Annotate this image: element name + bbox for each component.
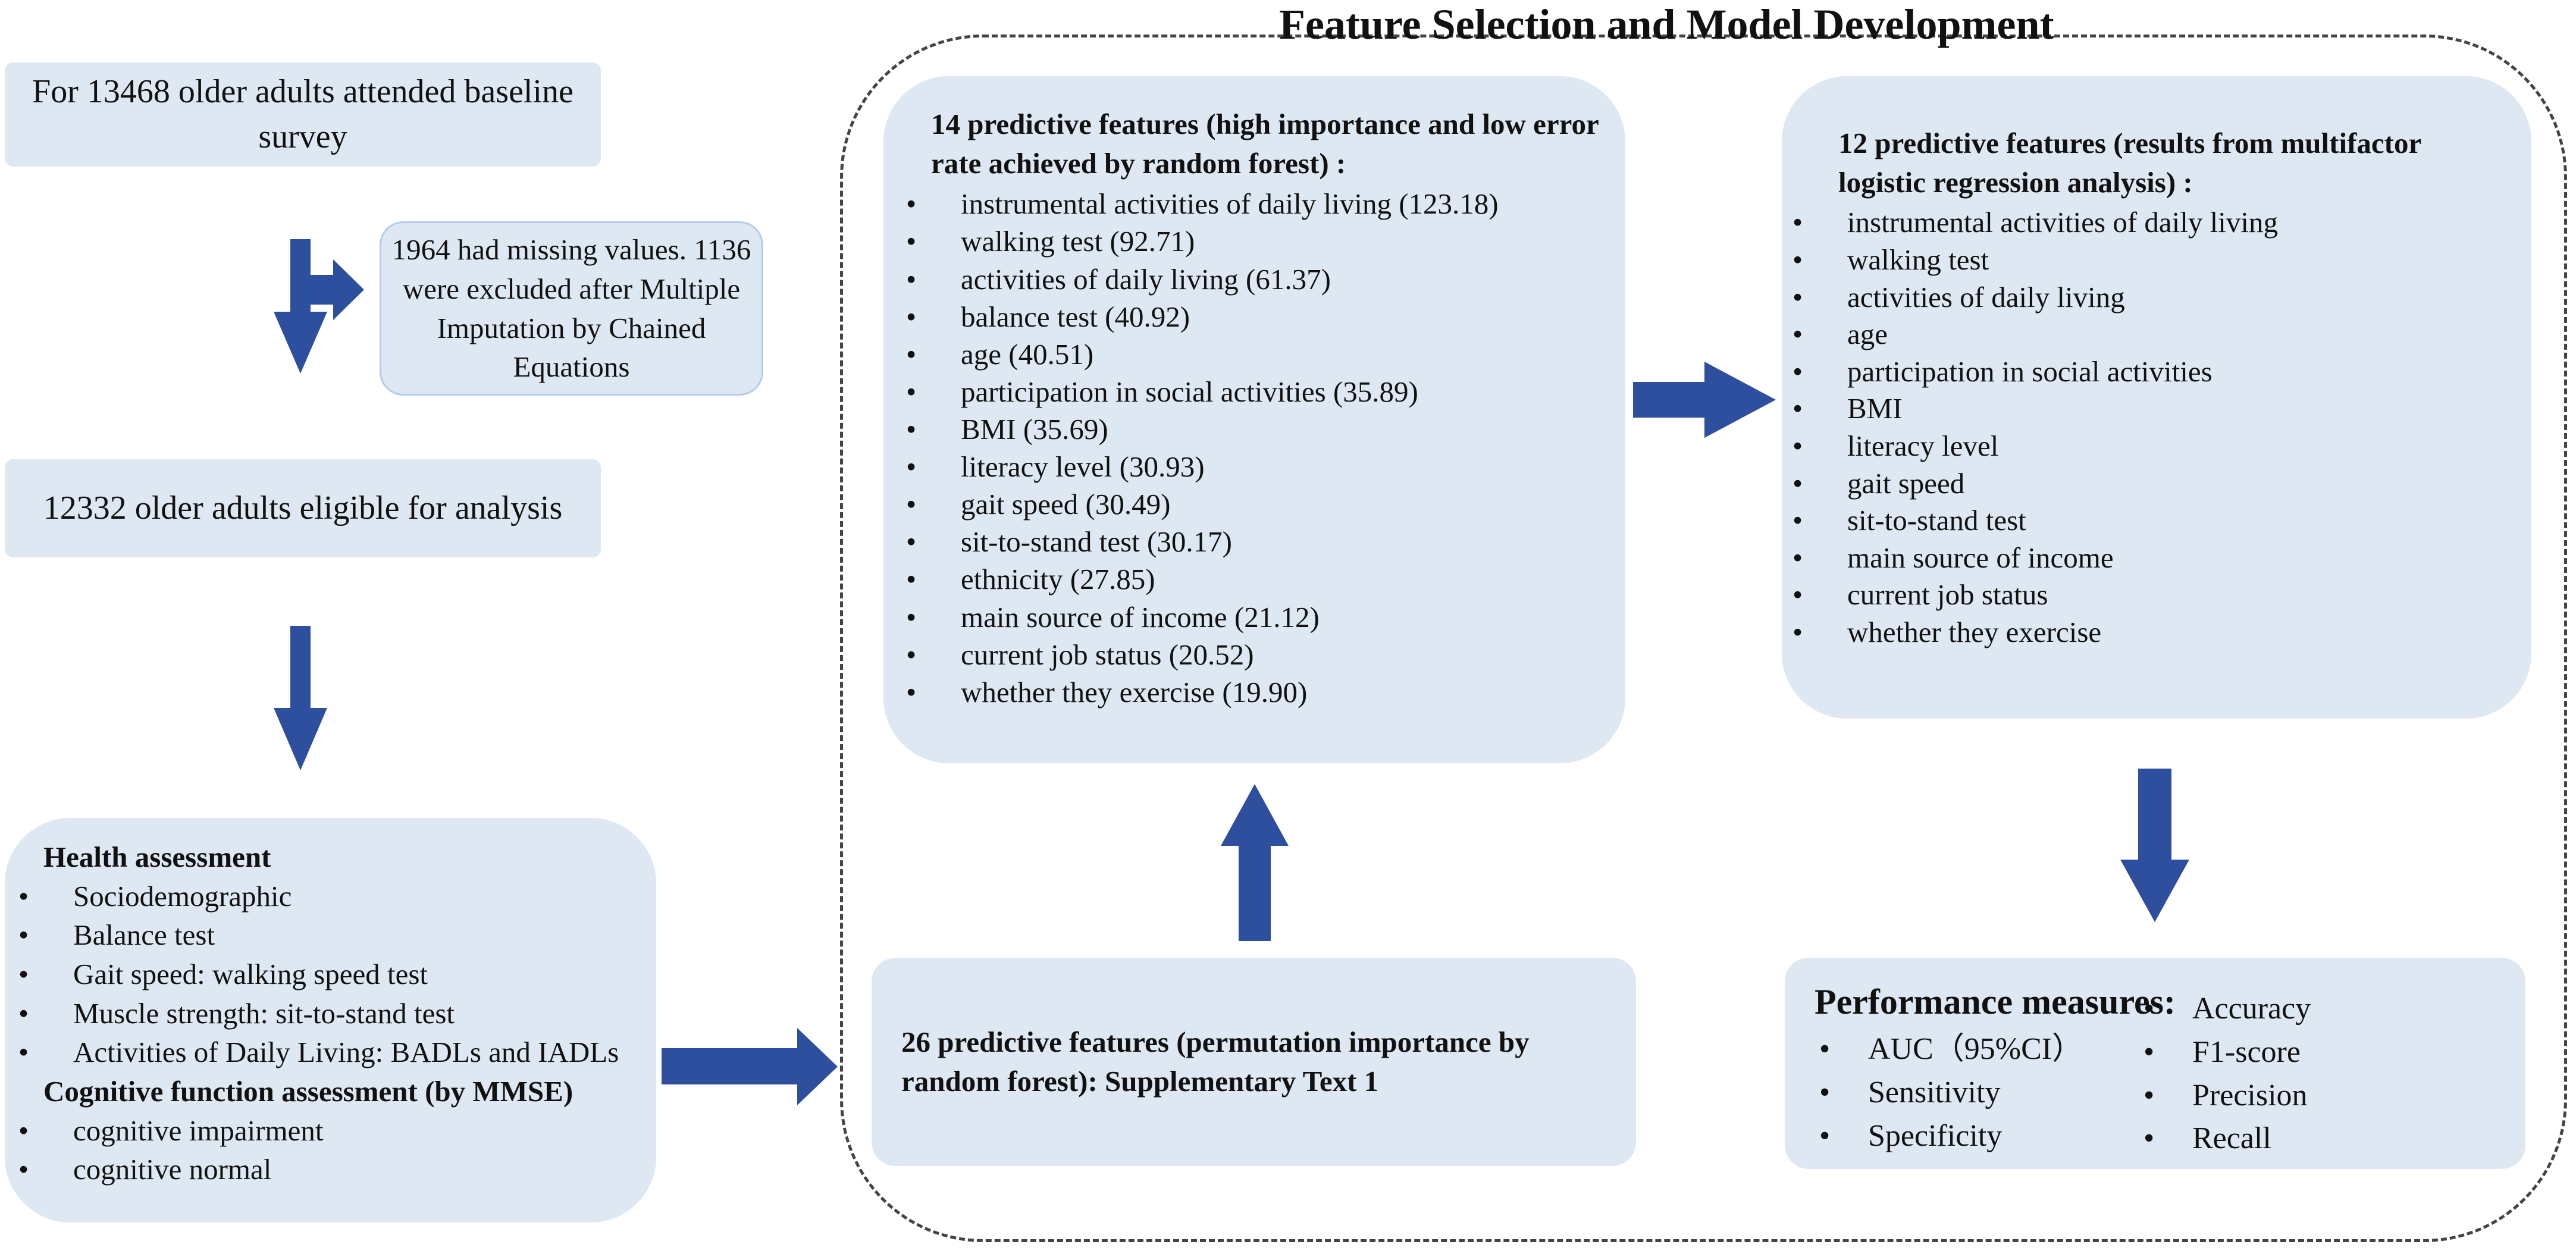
- feature-14-item: gait speed (30.49): [895, 485, 1602, 523]
- arrow-right-features14-to-features12: [1633, 362, 1776, 438]
- arrow-down-baseline-to-eligible: [274, 239, 327, 374]
- feature-14-item: balance test (40.92): [895, 298, 1602, 336]
- performance-item: F1-score: [2133, 1031, 2311, 1074]
- feature-14-item: walking test (92.71): [895, 222, 1602, 260]
- feature-12-item: whether they exercise: [1782, 614, 2508, 651]
- cognitive-item: cognitive normal: [8, 1150, 656, 1189]
- feature-12-item: instrumental activities of daily living: [1782, 204, 2508, 242]
- arrow-up-features26-to-features14: [1221, 784, 1289, 941]
- performance-item: AUC（95%CI）: [1809, 1028, 2083, 1071]
- arrow-right-health-to-features26: [662, 1028, 838, 1105]
- feature-14-item: instrumental activities of daily living …: [895, 185, 1602, 222]
- feature-12-item: participation in social activities: [1782, 353, 2508, 391]
- features-12-box: 12 predictive features (results from mul…: [1782, 76, 2531, 719]
- performance-measures-title: Performance measures:: [1815, 982, 2176, 1021]
- health-item: Sociodemographic: [8, 877, 656, 916]
- feature-14-item: age (40.51): [895, 336, 1602, 373]
- eligible-box: 12332 older adults eligible for analysis: [5, 459, 601, 557]
- arrow-down-features12-to-performance: [2120, 769, 2189, 922]
- performance-item: Specificity: [1809, 1115, 2083, 1158]
- feature-14-item: activities of daily living (61.37): [895, 261, 1602, 298]
- performance-item: Sensitivity: [1809, 1071, 2083, 1115]
- feature-12-item: gait speed: [1782, 465, 2508, 503]
- feature-14-item: sit-to-stand test (30.17): [895, 523, 1602, 560]
- performance-item: Recall: [2133, 1117, 2311, 1161]
- feature-14-item: main source of income (21.12): [895, 598, 1602, 636]
- feature-14-item: ethnicity (27.85): [895, 560, 1602, 598]
- frame-title: Feature Selection and Model Development: [1279, 1, 2054, 48]
- performance-item: Precision: [2133, 1074, 2311, 1118]
- arrow-down-eligible-to-health: [274, 626, 327, 770]
- feature-14-item: literacy level (30.93): [895, 448, 1602, 485]
- feature-14-item: whether they exercise (19.90): [895, 673, 1602, 711]
- health-item: Activities of Daily Living: BADLs and IA…: [8, 1033, 656, 1072]
- baseline-survey-box: For 13468 older adults attended baseline…: [5, 62, 601, 167]
- feature-12-item: sit-to-stand test: [1782, 502, 2508, 540]
- features-14-box: 14 predictive features (high importance …: [883, 76, 1625, 763]
- health-assessment-title: Health assessment: [43, 841, 271, 873]
- features-12-title: 12 predictive features (results from mul…: [1838, 127, 2421, 199]
- feature-12-item: age: [1782, 316, 2508, 353]
- health-assessment-box: Health assessment Sociodemographic Balan…: [5, 818, 656, 1222]
- baseline-survey-text: For 13468 older adults attended baseline…: [32, 73, 574, 155]
- health-item: Gait speed: walking speed test: [8, 955, 656, 994]
- performance-measures-box: Performance measures: AUC（95%CI） Sensiti…: [1785, 958, 2525, 1169]
- feature-12-item: walking test: [1782, 242, 2508, 279]
- feature-12-item: main source of income: [1782, 540, 2508, 577]
- health-item: Balance test: [8, 916, 656, 955]
- feature-selection-frame: [840, 35, 2567, 1242]
- eligible-text: 12332 older adults eligible for analysis: [43, 489, 563, 526]
- feature-12-item: BMI: [1782, 390, 2508, 428]
- performance-item: Accuracy: [2133, 987, 2311, 1031]
- missing-values-box: 1964 had missing values. 1136 were exclu…: [380, 221, 763, 396]
- features-26-text: 26 predictive features (permutation impo…: [901, 1026, 1530, 1098]
- feature-14-item: participation in social activities (35.8…: [895, 373, 1602, 410]
- feature-12-item: activities of daily living: [1782, 279, 2508, 316]
- feature-12-item: current job status: [1782, 576, 2508, 614]
- arrow-right-to-missing-box: [311, 259, 364, 320]
- health-item: Muscle strength: sit-to-stand test: [8, 994, 656, 1033]
- feature-14-item: current job status (20.52): [895, 636, 1602, 673]
- cognitive-assessment-title: Cognitive function assessment (by MMSE): [43, 1074, 574, 1108]
- feature-14-item: BMI (35.69): [895, 410, 1602, 448]
- cognitive-item: cognitive impairment: [8, 1111, 656, 1150]
- features-26-box: 26 predictive features (permutation impo…: [872, 958, 1636, 1166]
- feature-12-item: literacy level: [1782, 428, 2508, 465]
- features-14-title: 14 predictive features (high importance …: [931, 108, 1599, 180]
- missing-values-text: 1964 had missing values. 1136 were exclu…: [391, 233, 751, 384]
